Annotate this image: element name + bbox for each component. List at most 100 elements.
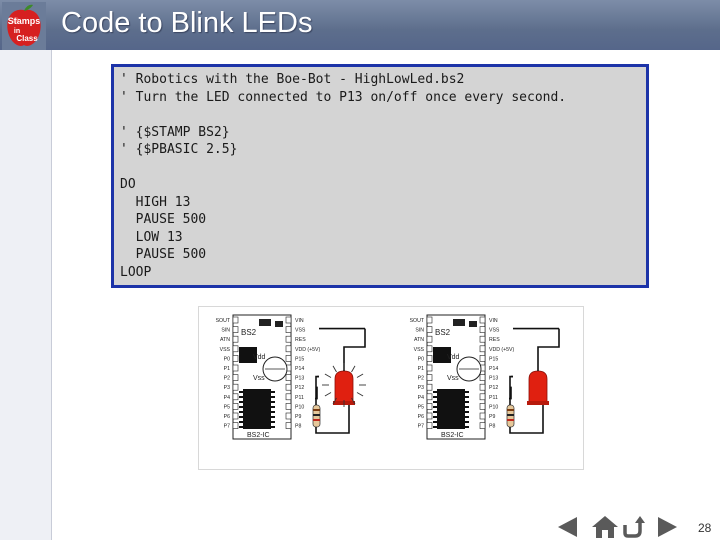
ic-pin (433, 411, 437, 413)
resistor-band (313, 414, 320, 416)
ic-pin (271, 406, 275, 408)
pin-label-right: P11 (489, 395, 498, 401)
regulator (239, 347, 257, 363)
pin-pad (232, 383, 239, 391)
pin-pad (232, 326, 239, 333)
pin-pad (479, 374, 486, 381)
wire (537, 328, 560, 371)
vss-label: Vss (447, 375, 459, 382)
ic-pin (433, 391, 437, 393)
pin-pad (232, 364, 239, 372)
pin-pad (232, 355, 239, 362)
vdd-label: Vdd (447, 354, 460, 361)
resistor-band (313, 409, 320, 411)
main-ic (243, 389, 271, 429)
code-line: LOOP (120, 264, 152, 280)
pin-pad (479, 335, 486, 343)
ic-pin (239, 411, 243, 413)
ic-pin (433, 396, 437, 398)
circuit-diagrams: SOUTSINATNVSSP0P1P2P3P4P5P6P7VINVSSRESVD… (216, 314, 560, 440)
pin-label-left: P3 (418, 385, 424, 391)
pin-pad (232, 393, 239, 401)
slide-title: Code to Blink LEDs (61, 7, 313, 39)
pin-pad (232, 403, 239, 410)
logo-text-mid: in (14, 28, 20, 35)
resistor-band (507, 409, 514, 411)
ic-pin (239, 391, 243, 393)
pin-pad (426, 383, 433, 391)
pin-label-left: P3 (224, 385, 230, 391)
pin-pad (232, 316, 239, 324)
resonator (259, 319, 271, 326)
pin-label-left: P2 (418, 376, 424, 382)
pin-label-right: P11 (295, 395, 304, 401)
pin-label-left: P2 (224, 376, 230, 382)
pin-label-right: VDD (+5V) (295, 347, 320, 353)
pin-pad (285, 355, 292, 362)
ic-pin (465, 401, 469, 403)
pin-label-left: P5 (224, 404, 230, 410)
ic-pin (433, 416, 437, 418)
wire (315, 403, 350, 434)
ic-pin (465, 421, 469, 423)
pin-pad (285, 403, 292, 410)
ic-pin (239, 416, 243, 418)
ic-pin (465, 396, 469, 398)
chip-label: BS2 (241, 328, 257, 337)
pin-label-left: VSS (414, 347, 425, 353)
led-glow-ray (332, 365, 337, 373)
resonator (453, 319, 465, 326)
pin-pad (479, 403, 486, 410)
code-line: DO (120, 177, 136, 192)
pin-label-left: P6 (224, 414, 230, 420)
pin-pad (426, 393, 433, 401)
pin-pad (426, 403, 433, 410)
pin-pad (426, 316, 433, 324)
ic-pin (433, 421, 437, 423)
slide-header: Stamps in Class Code to Blink LEDs (0, 0, 720, 50)
pin-pad (285, 422, 292, 429)
pin-label-left: ATN (414, 337, 424, 343)
code-line (120, 106, 646, 124)
pin-pad (285, 393, 292, 401)
ic-pin (465, 416, 469, 418)
pin-pad (479, 345, 486, 353)
led-glow-ray (332, 397, 337, 405)
pin-pad (285, 316, 292, 324)
arrow-left-icon[interactable] (555, 515, 581, 539)
pin-pad (426, 345, 433, 353)
pin-label-right: P13 (489, 376, 498, 382)
pin-label-right: P15 (295, 356, 304, 362)
pin-pad (232, 422, 239, 429)
pin-label-left: P1 (224, 366, 230, 372)
pin-pad (479, 316, 486, 324)
pin-pad (426, 326, 433, 333)
arrow-right-icon[interactable] (654, 515, 680, 539)
ic-pin (433, 401, 437, 403)
stamps-in-class-logo: Stamps in Class (2, 2, 46, 50)
code-line: PAUSE 500 (120, 247, 207, 262)
pin-label-left: P1 (418, 366, 424, 372)
led-glow-ray (324, 373, 332, 378)
pin-label-right: P8 (295, 424, 301, 430)
slide-navigation (555, 515, 705, 539)
pin-label-left: VSS (220, 347, 231, 353)
ic-pin (465, 406, 469, 408)
ic-pin (239, 401, 243, 403)
pin-label-right: VSS (295, 328, 306, 334)
ic-pin (465, 411, 469, 413)
code-line: ' {$PBASIC 2.5} (120, 142, 238, 157)
pin-label-right: P14 (295, 366, 304, 372)
pin-pad (285, 326, 292, 333)
pin-label-right: P8 (489, 424, 495, 430)
wire (509, 403, 544, 434)
ic-pin (271, 426, 275, 428)
return-icon[interactable] (622, 515, 646, 539)
code-line: ' {$STAMP BS2} (120, 124, 230, 140)
ic-label: BS2-IC (247, 432, 270, 439)
pin-label-right: P12 (489, 385, 498, 391)
capacitor (469, 321, 477, 327)
logo-text-bottom: Class (16, 34, 38, 43)
home-icon[interactable] (591, 515, 619, 539)
